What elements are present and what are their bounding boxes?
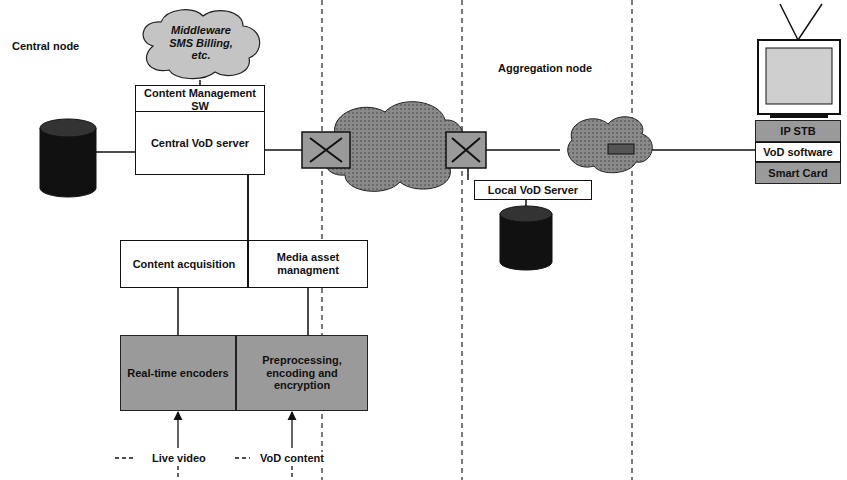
stb-box: Smart Card bbox=[755, 162, 841, 184]
node-text: Smart Card bbox=[764, 166, 831, 181]
database-cylinder bbox=[40, 119, 96, 197]
stb-box: VoD software bbox=[755, 142, 841, 162]
connector-line bbox=[307, 288, 309, 335]
access-network-cloud bbox=[568, 117, 653, 173]
process-box: Content Management SW bbox=[135, 85, 265, 114]
encoder-box: Preprocessing, encoding and encryption bbox=[236, 335, 368, 411]
region-label: Live video bbox=[150, 452, 208, 464]
connector-line bbox=[177, 288, 179, 335]
connector-line bbox=[247, 175, 249, 240]
encoder-box: Real-time encoders bbox=[120, 335, 236, 411]
access-device bbox=[608, 144, 634, 154]
node-text: Local VoD Server bbox=[484, 183, 582, 198]
region-label: VoD content bbox=[258, 452, 326, 464]
node-text: VoD software bbox=[759, 145, 836, 160]
node-text: Content acquisition bbox=[129, 257, 240, 272]
server-box: Local VoD Server bbox=[474, 180, 592, 200]
divider-lines bbox=[322, 0, 632, 480]
node-text: IP STB bbox=[776, 124, 819, 139]
process-box: Media asset managment bbox=[248, 240, 368, 288]
node-text: Preprocessing, encoding and encryption bbox=[237, 353, 367, 393]
input-arrows bbox=[115, 412, 292, 480]
region-label: Aggregation node bbox=[498, 62, 592, 74]
connector-line bbox=[247, 175, 249, 240]
node-text: Middleware SMS Billing, etc. bbox=[157, 23, 245, 63]
database-cylinder bbox=[500, 206, 552, 270]
cloud-node: Middleware SMS Billing, etc. bbox=[135, 6, 267, 80]
node-text: Real-time encoders bbox=[123, 366, 232, 381]
node-text: Content Management SW bbox=[136, 86, 264, 113]
process-box: Content acquisition bbox=[120, 240, 248, 288]
server-box: Central VoD server bbox=[135, 111, 265, 175]
database-link bbox=[96, 151, 135, 153]
tv-set bbox=[758, 4, 840, 118]
stb-box: IP STB bbox=[755, 120, 841, 142]
node-text: Central VoD server bbox=[147, 136, 253, 151]
region-label: Central node bbox=[12, 40, 79, 52]
router-symbol bbox=[302, 132, 486, 168]
node-text: Media asset managment bbox=[249, 250, 367, 277]
